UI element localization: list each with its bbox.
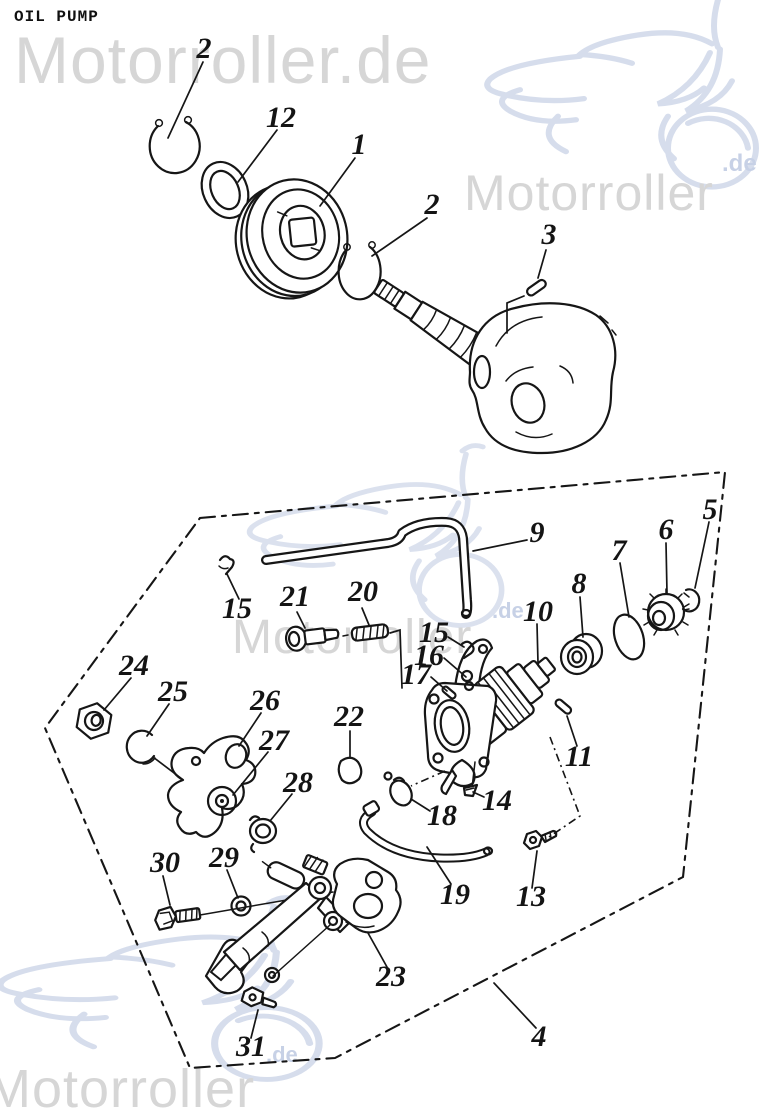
watermark-brand-top: Motorroller.de [14,23,432,97]
part-2-circlip-left [148,115,201,175]
part-16-fitting [460,669,475,692]
callout-11: 11 [565,740,593,773]
part-12-washer [200,160,250,220]
part-9-oil-pipe [261,516,473,619]
callout-21: 21 [279,580,310,613]
callout-13: 13 [516,880,546,913]
part-25-circlip [125,729,156,765]
callout-8: 8 [572,567,587,600]
callout-5: 5 [703,493,718,526]
part-1-pulley [234,178,349,300]
part-19-oil-hose [359,800,494,863]
part-7-o-ring [612,613,646,661]
callout-10: 10 [523,595,553,628]
callout-15: 15 [222,592,252,625]
part-27-boss [206,785,238,817]
callout-17: 17 [401,658,432,691]
watermark-tld-middle: .de [492,598,524,623]
callout-18: 18 [427,799,457,832]
callout-14: 14 [482,784,512,817]
callout-15b: 15 [419,616,449,649]
part-5-e-clip [681,588,701,613]
part-13-screw [522,829,558,851]
part-26-bracket-plate [166,735,257,838]
callout-30: 30 [149,846,180,879]
callout-22: 22 [333,700,364,733]
part-4-boundary [43,470,727,1070]
callout-1: 1 [352,128,367,161]
part-6-pump-gear [642,588,690,636]
part-10-oil-pump-body [423,638,556,796]
part-20-spring [350,623,390,642]
part-15-clip-pump [460,640,475,660]
callout-31: 31 [235,1030,266,1063]
scooter-logo-icon [484,0,759,190]
part-2-circlip-right [337,241,382,301]
callout-12: 12 [266,101,296,134]
callout-25: 25 [157,675,188,708]
watermark-tld-right: .de [722,150,757,177]
callout-16: 16 [414,639,444,672]
callout-3: 3 [541,218,557,251]
part-21-bolt [284,625,340,652]
crankshaft-web [468,302,617,455]
callout-27: 27 [258,724,290,757]
part-30-bolt [154,905,202,931]
callout-19: 19 [440,878,470,911]
callout-7: 7 [612,534,628,567]
callout-9: 9 [530,516,545,549]
watermark-brand-right: Motorroller [464,165,714,221]
part-8-bearing [559,632,604,676]
part-23-control-arm [204,854,402,1009]
part-22-seal [337,756,363,785]
part-15-clip-left [218,555,235,576]
callout-6: 6 [659,513,674,546]
part-31-screw [240,986,278,1009]
callout-20: 20 [347,575,378,608]
callout-28: 28 [282,766,313,799]
callout-2: 2 [196,32,212,65]
callout-4: 4 [531,1020,547,1053]
part-3-pin [525,278,547,297]
scooter-logo-icon [246,443,505,628]
callout-2b: 2 [424,188,440,221]
part-28-seal-ring [248,815,278,854]
watermark-brand-bottom: Motorroller [0,1059,256,1110]
part-24-nut [75,702,113,740]
callout-29: 29 [208,841,239,874]
callout-26: 26 [249,684,280,717]
page-title: OIL PUMP [14,8,99,26]
part-11-pin [554,698,573,715]
callout-23: 23 [375,960,406,993]
leader-lines [103,61,710,1039]
callout-24: 24 [118,649,149,682]
part-18-gasket [383,771,413,807]
